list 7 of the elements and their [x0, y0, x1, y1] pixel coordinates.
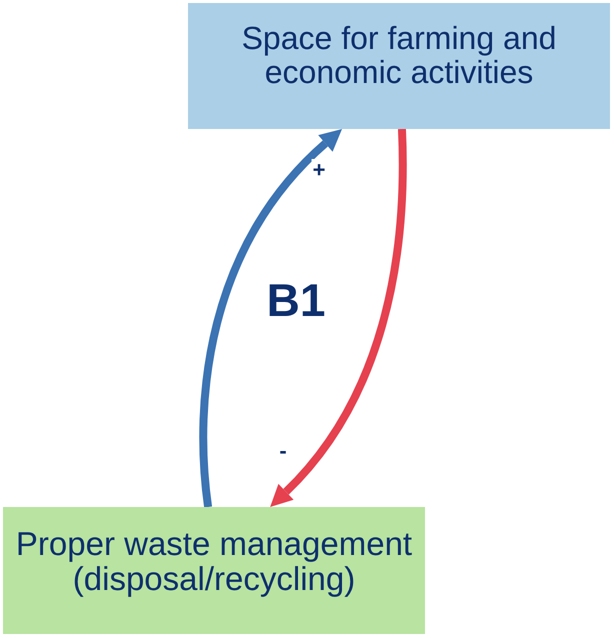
variable-box [3, 507, 425, 634]
box-label: Proper waste management (disposal/recycling) [14, 526, 414, 596]
box-label: Space for farming and economic activities [240, 21, 558, 89]
arrow [199, 128, 342, 508]
loop-label: B1 [266, 273, 326, 327]
variable-box [188, 3, 610, 129]
arrow [270, 128, 407, 508]
